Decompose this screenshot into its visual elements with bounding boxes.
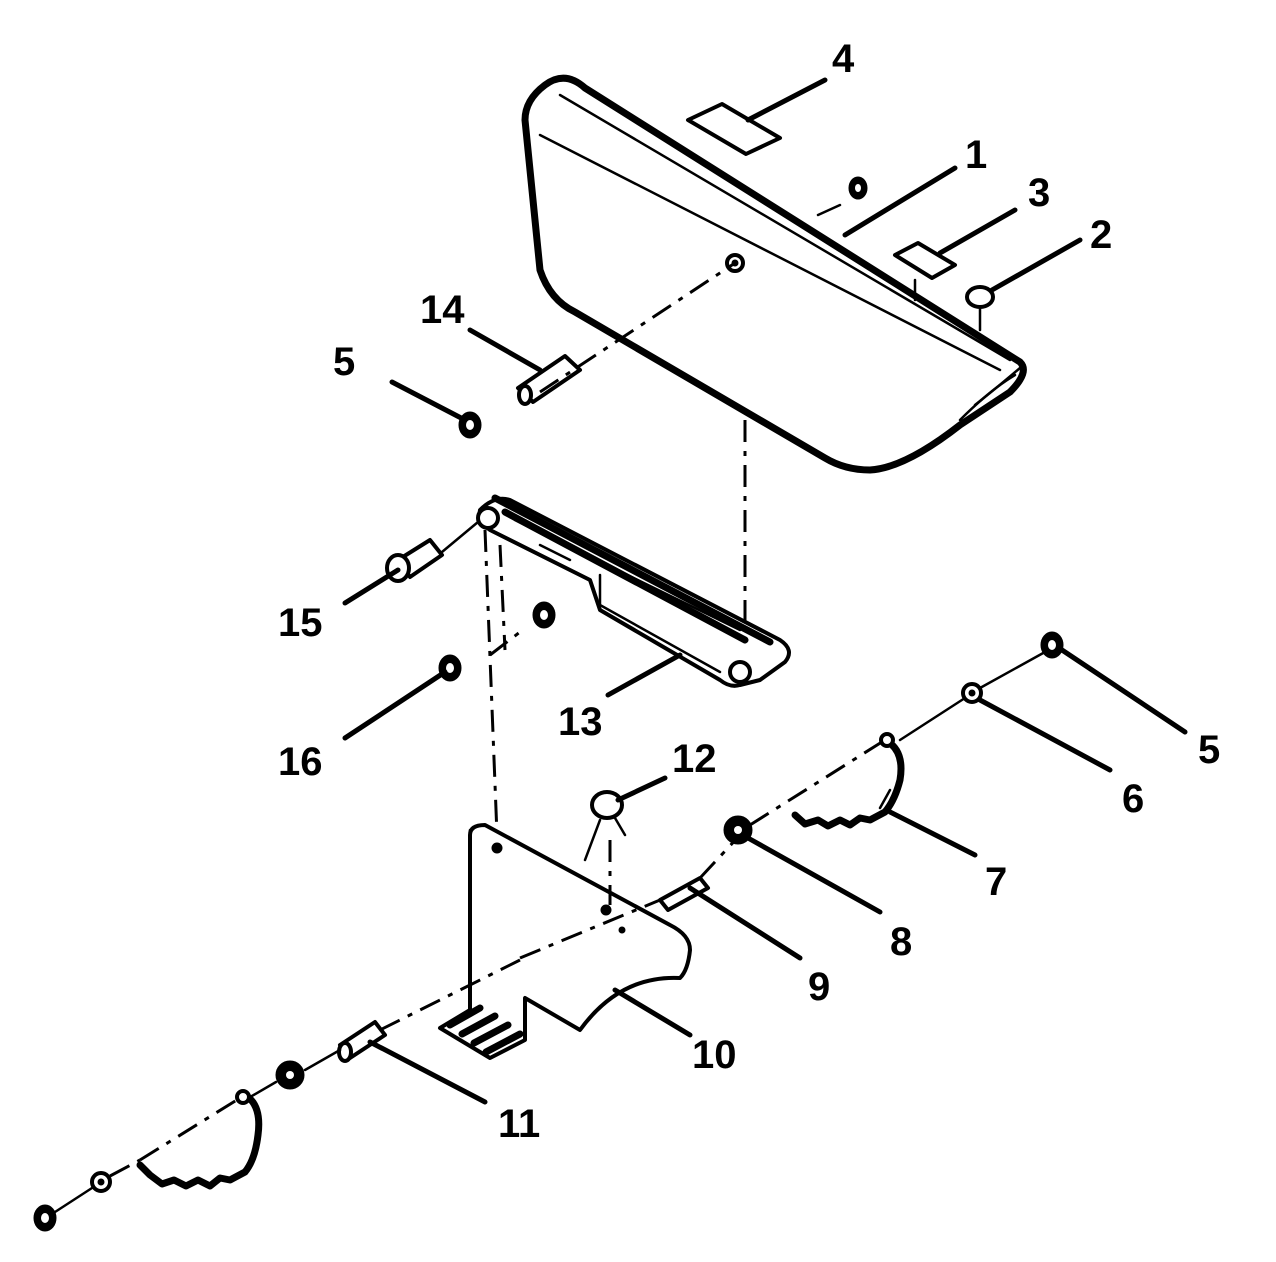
callout-5-upper: 5 bbox=[333, 340, 355, 384]
washer-lower bbox=[90, 1171, 112, 1193]
screw-5-right bbox=[1040, 631, 1064, 659]
callout-3: 3 bbox=[1028, 171, 1050, 215]
callout-7: 7 bbox=[985, 860, 1007, 904]
pin-11 bbox=[337, 1020, 387, 1063]
pin-14 bbox=[516, 354, 582, 406]
nut-lower bbox=[33, 1204, 57, 1232]
callout-10: 10 bbox=[692, 1033, 737, 1077]
callout-8: 8 bbox=[890, 920, 912, 964]
nut-16-upper bbox=[532, 601, 556, 629]
callout-2: 2 bbox=[1090, 213, 1112, 257]
spreader-plate-10 bbox=[438, 823, 692, 1060]
pawl-7 bbox=[791, 732, 905, 830]
spring-clip-12 bbox=[583, 790, 627, 905]
knob-2 bbox=[965, 285, 995, 332]
callout-13: 13 bbox=[558, 700, 603, 744]
callout-9: 9 bbox=[808, 965, 830, 1009]
callout-12: 12 bbox=[672, 737, 717, 781]
leader-lines bbox=[342, 77, 1188, 1105]
warning-label-4 bbox=[686, 102, 782, 156]
washer-6 bbox=[961, 682, 983, 704]
callout-5-right: 5 bbox=[1198, 728, 1220, 772]
callout-6: 6 bbox=[1122, 777, 1144, 821]
warning-label-3 bbox=[893, 241, 957, 302]
callout-4: 4 bbox=[832, 37, 855, 81]
pawl-lower bbox=[136, 1089, 263, 1190]
callout-11: 11 bbox=[498, 1102, 540, 1146]
callout-16: 16 bbox=[278, 740, 323, 784]
callout-15: 15 bbox=[278, 601, 323, 645]
top-nut bbox=[816, 176, 868, 217]
support-arm-13 bbox=[476, 494, 791, 688]
pin-9 bbox=[658, 876, 710, 912]
callout-14: 14 bbox=[420, 288, 465, 332]
gear-lower bbox=[275, 1060, 305, 1090]
blade-guard-housing bbox=[521, 74, 1027, 474]
gear-8 bbox=[723, 815, 753, 845]
bolt-15 bbox=[385, 520, 480, 583]
callout-1: 1 bbox=[965, 133, 987, 177]
nut-16-lower bbox=[438, 654, 462, 682]
